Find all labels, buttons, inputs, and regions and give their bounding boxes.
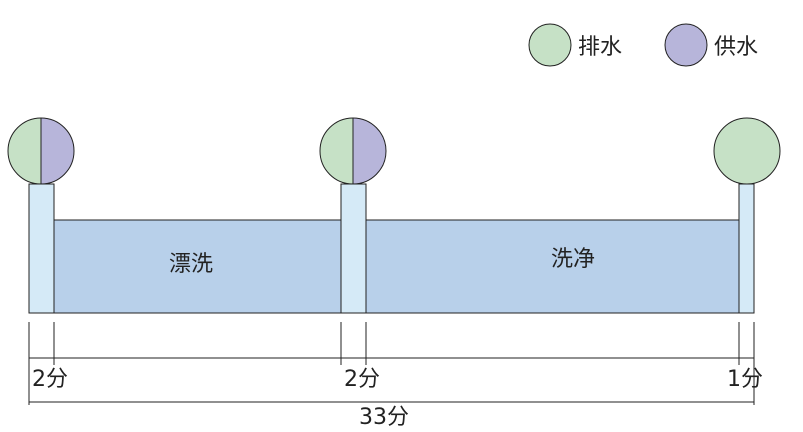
duration-total: 33分 — [359, 405, 409, 430]
stage-wash: 洗净 — [365, 219, 740, 314]
drain-half-1 — [8, 118, 41, 184]
drain-half-2 — [320, 118, 353, 184]
drain-circle-3 — [713, 117, 781, 185]
duration-third-gap: 1分 — [727, 367, 763, 392]
duration-second-gap: 2分 — [344, 367, 380, 392]
stage-rinse-bar — [53, 219, 342, 314]
gap-column-1 — [28, 183, 55, 314]
drain-supply-circle-2 — [319, 117, 387, 185]
dimension-ticks — [28, 322, 755, 405]
drain-full-3 — [713, 117, 781, 185]
stage-rinse: 漂洗 — [53, 219, 342, 314]
legend-supply-swatch — [664, 23, 708, 67]
legend: 排水 供水 — [528, 23, 758, 67]
dimension-lines — [29, 357, 754, 403]
stage-wash-label: 洗净 — [551, 247, 595, 272]
gap-column-2 — [340, 183, 367, 314]
legend-supply-label: 供水 — [714, 35, 758, 60]
gap-column-3 — [738, 183, 755, 314]
stage-rinse-label: 漂洗 — [169, 252, 213, 277]
legend-drain-swatch — [528, 23, 572, 67]
stage-wash-bar — [365, 219, 740, 314]
legend-drain-label: 排水 — [578, 35, 622, 60]
duration-first-gap: 2分 — [32, 367, 68, 392]
supply-half-1 — [41, 118, 74, 184]
drain-supply-circle-1 — [7, 117, 75, 185]
supply-half-2 — [353, 118, 386, 184]
